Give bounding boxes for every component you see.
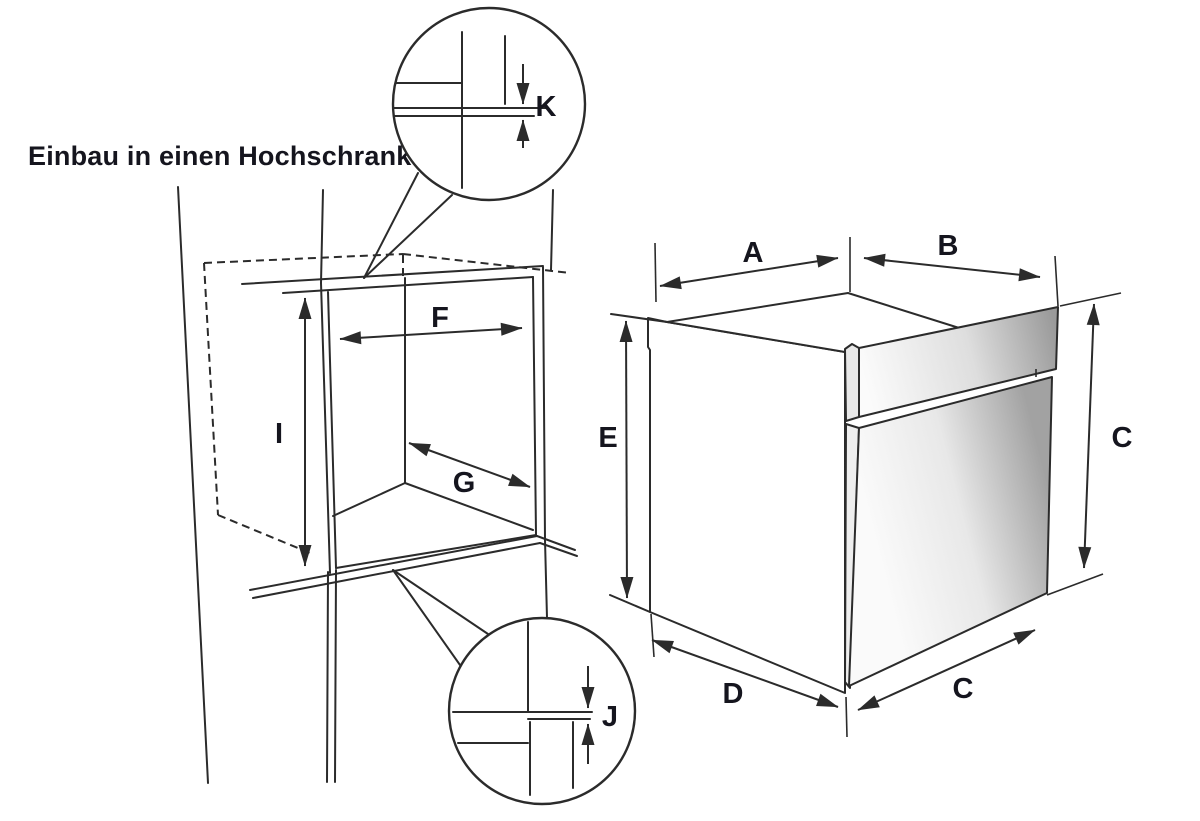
callout-j-lower-line	[392, 569, 461, 666]
cabinet-front-right-lower-edge	[544, 539, 548, 619]
oven-door	[848, 376, 1053, 687]
dim-line-c-side	[1078, 303, 1100, 569]
tick-b-right	[1054, 255, 1059, 307]
bottom-shelf-top-edge	[335, 534, 537, 569]
cabinet-front-left-lower-edge-a	[326, 571, 329, 783]
oven-dimensions: A B E D C C	[598, 230, 1133, 738]
oven-left-face	[647, 317, 846, 694]
niche-right-inner	[532, 276, 537, 536]
dim-line-d	[651, 639, 839, 708]
dim-label-bottom-gap: J	[602, 701, 618, 733]
cabinet-back-left-edge-dashed	[203, 262, 219, 516]
tick-d-left	[650, 613, 655, 658]
cabinet-back-bottom-edge-dashed	[217, 514, 311, 554]
page-title: Einbau in einen Hochschrank	[28, 141, 412, 171]
cabinet-structure	[177, 186, 578, 784]
dim-line-f	[339, 322, 523, 345]
niche-floor-back-edge	[404, 482, 534, 531]
top-shelf-upper-line	[241, 265, 544, 285]
callout-k-right-line	[363, 194, 453, 279]
oven-bottom-edge-extension	[609, 594, 651, 613]
dim-label-front-width: C	[953, 673, 974, 705]
dim-label-body-height: E	[598, 422, 617, 454]
oven-top-edge-extension	[610, 313, 668, 323]
control-panel-side-strip	[844, 343, 860, 422]
cabinet-front-right-upper-edge	[550, 189, 554, 271]
tick-c-shared	[1046, 573, 1104, 596]
cabinet-back-top-edge-dashed	[203, 253, 404, 264]
dim-label-top-gap: K	[536, 91, 557, 123]
dim-line-e	[619, 320, 634, 599]
niche-left-inner	[327, 291, 337, 569]
dim-label-depth-bottom: D	[723, 678, 744, 710]
bottom-shelf-right-upper	[536, 535, 576, 551]
cabinet-left-outer-edge	[177, 186, 209, 784]
tick-a-left	[654, 242, 657, 303]
dim-line-g	[408, 442, 531, 488]
callout-j-upper-line	[392, 569, 489, 635]
dim-label-niche-depth: G	[453, 467, 476, 499]
dim-label-front-height: C	[1112, 422, 1133, 454]
cabinet-front-left-upper-edge	[320, 189, 324, 284]
dim-label-niche-height: I	[275, 418, 283, 450]
callout-k-left-line	[363, 172, 419, 279]
tick-c-top	[1059, 292, 1122, 307]
oven-structure	[609, 292, 1059, 694]
dim-line-a	[659, 254, 839, 290]
bottom-shelf-front-lower	[252, 542, 541, 599]
detail-callout-j: J	[392, 569, 637, 806]
niche-right-outer	[542, 266, 546, 541]
bottom-shelf-front-upper	[249, 535, 538, 591]
niche-floor-left-edge	[332, 482, 406, 517]
niche-left-outer	[320, 282, 331, 574]
oven-control-panel	[858, 306, 1059, 418]
detail-circle-k	[391, 6, 587, 202]
dim-label-niche-width: F	[431, 302, 449, 334]
door-side-strip	[844, 423, 860, 689]
dim-label-width-top: B	[938, 230, 959, 262]
tick-d-right	[845, 696, 848, 738]
dim-line-c-bottom	[857, 629, 1036, 711]
bottom-shelf-right-lower	[539, 542, 578, 557]
cabinet-back-top-right-edge-dashed	[402, 253, 571, 274]
cabinet-front-left-lower-edge-b	[334, 569, 337, 783]
dim-label-depth-top: A	[743, 237, 764, 269]
cabinet-dimensions: I F G	[275, 297, 531, 567]
top-shelf-lower-line	[282, 276, 534, 294]
detail-callout-k: K	[363, 6, 587, 279]
dim-line-b	[863, 253, 1041, 282]
